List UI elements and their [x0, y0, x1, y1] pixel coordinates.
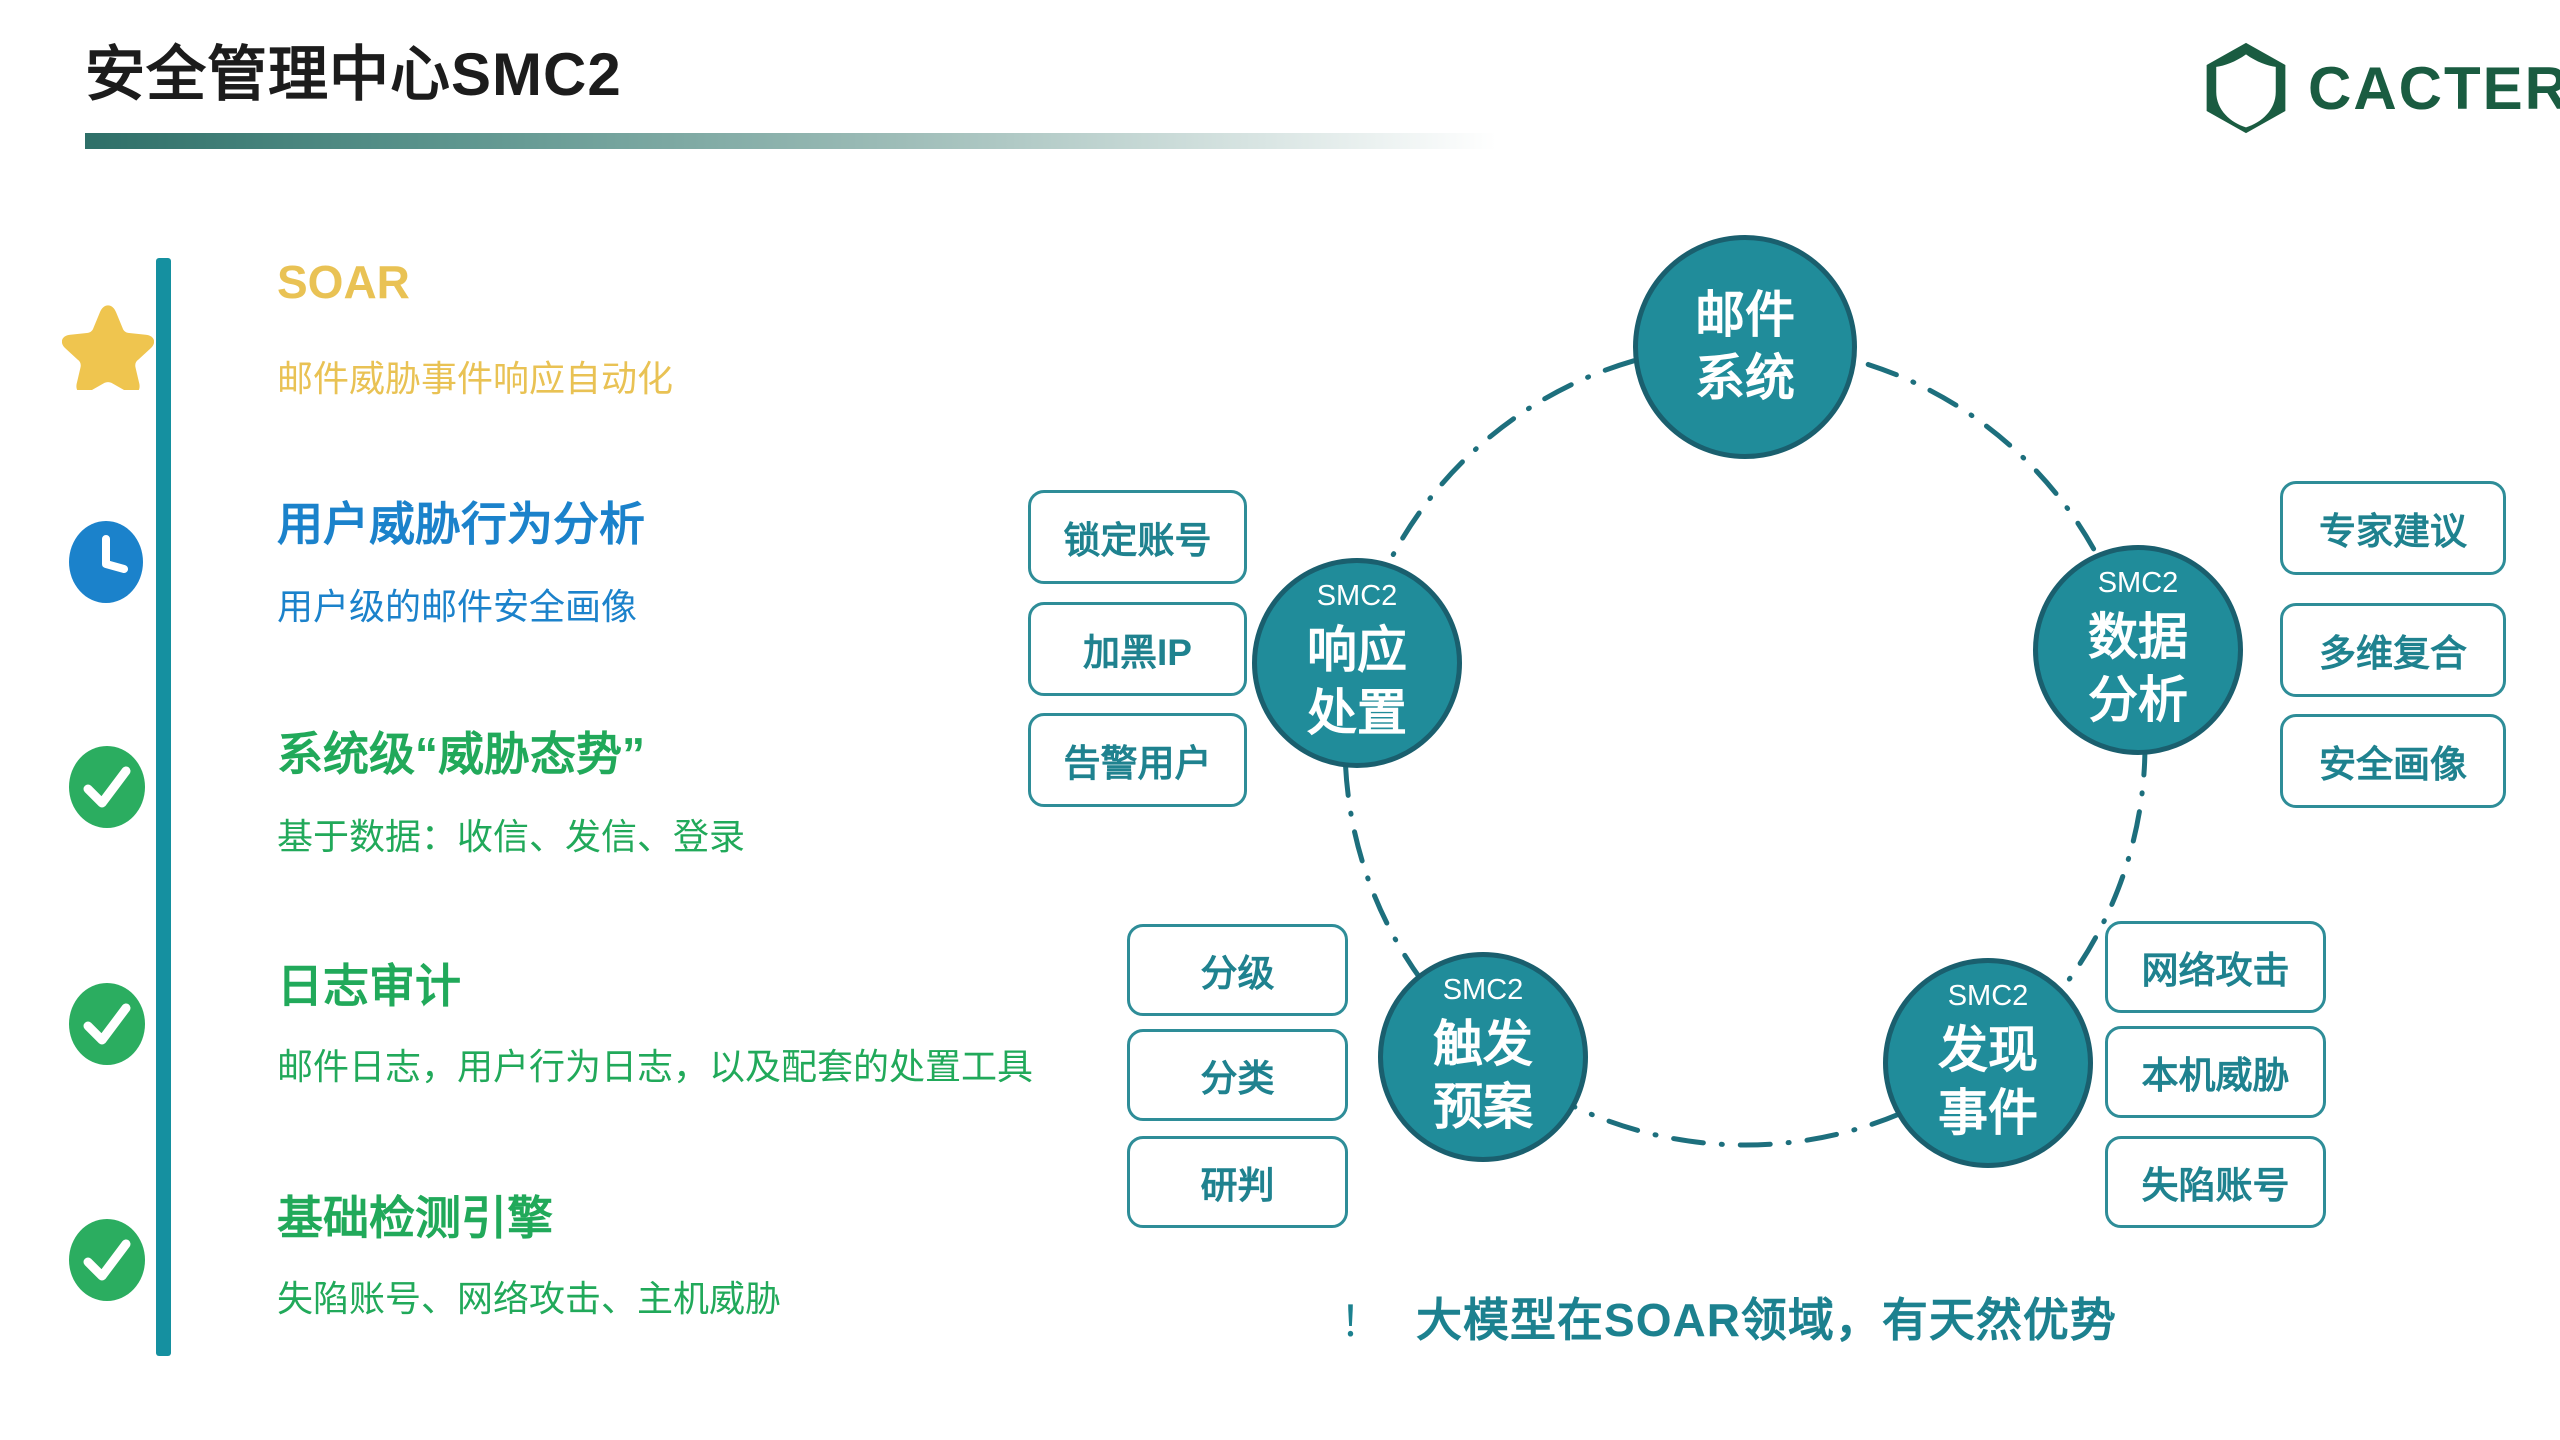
action-box-alert-user: 告警用户: [1028, 713, 1247, 807]
feature-title-log-audit: 日志审计: [277, 960, 461, 1012]
check-circle-icon: [69, 983, 145, 1065]
node-trigger-playbook: SMC2 触发 预案: [1378, 952, 1588, 1162]
node-label-line: 触发: [1433, 1015, 1533, 1072]
feature-subtitle-threat-posture: 基于数据：收信、发信、登录: [277, 816, 746, 857]
brand-logo: CACTER: [2198, 40, 2560, 136]
feature-subtitle-uba: 用户级的邮件安全画像: [277, 586, 638, 627]
node-label-line: 处置: [1307, 684, 1407, 741]
title-underline-gradient: [85, 133, 1555, 149]
check-circle-icon: [69, 1219, 145, 1301]
node-label-line: 预案: [1433, 1078, 1533, 1135]
playbook-box-classify: 分类: [1127, 1029, 1348, 1121]
node-data-analysis: SMC2 数据 分析: [2033, 545, 2243, 755]
feature-subtitle-log-audit: 邮件日志，用户行为日志，以及配套的处置工具: [277, 1046, 1034, 1087]
analysis-box-security-profile: 安全画像: [2280, 714, 2506, 808]
node-label-line: 系统: [1695, 350, 1795, 406]
feature-title-soar: SOAR: [277, 256, 410, 308]
feature-subtitle-soar: 邮件威胁事件响应自动化: [277, 358, 674, 399]
action-box-lock-account: 锁定账号: [1028, 490, 1247, 584]
bottom-note-text: 大模型在SOAR领域，有天然优势: [1416, 1294, 2117, 1346]
node-mail-system: 邮件 系统: [1633, 235, 1857, 459]
node-response-handling: SMC2 响应 处置: [1252, 558, 1462, 768]
event-box-local-threat: 本机威胁: [2105, 1026, 2326, 1118]
playbook-box-judge: 研判: [1127, 1136, 1348, 1228]
node-label-line: 数据: [2088, 608, 2188, 665]
node-tag: SMC2: [1442, 974, 1524, 1007]
node-tag: SMC2: [1947, 980, 2029, 1013]
analysis-box-multidim: 多维复合: [2280, 603, 2506, 697]
analysis-box-expert-advice: 专家建议: [2280, 481, 2506, 575]
bottom-note: ！ 大模型在SOAR领域，有天然优势: [1340, 1284, 2117, 1350]
exclamation-mark: ！: [1340, 1298, 1383, 1345]
node-discover-events: SMC2 发现 事件: [1883, 958, 2093, 1168]
brand-name: CACTER: [2308, 54, 2560, 122]
feature-title-uba: 用户威胁行为分析: [277, 498, 645, 550]
node-label-line: 事件: [1938, 1084, 2038, 1141]
vertical-accent-bar: [156, 258, 171, 1356]
node-tag: SMC2: [1316, 580, 1398, 613]
node-label-line: 邮件: [1695, 287, 1795, 343]
playbook-box-grading: 分级: [1127, 924, 1348, 1016]
clock-icon: [69, 521, 143, 603]
star-icon: [62, 305, 154, 390]
node-label-line: 分析: [2088, 671, 2188, 728]
event-box-network-attack: 网络攻击: [2105, 921, 2326, 1013]
feature-subtitle-detect-engine: 失陷账号、网络攻击、主机威胁: [277, 1278, 782, 1319]
action-box-blacklist-ip: 加黑IP: [1028, 602, 1247, 696]
shield-hexagon-icon: [2206, 42, 2286, 134]
feature-title-threat-posture: 系统级“威胁态势”: [277, 728, 645, 780]
node-label-line: 发现: [1938, 1021, 2038, 1078]
node-label-line: 响应: [1307, 621, 1407, 678]
node-tag: SMC2: [2097, 567, 2179, 600]
event-box-compromised-account: 失陷账号: [2105, 1136, 2326, 1228]
feature-title-detect-engine: 基础检测引擎: [277, 1192, 553, 1244]
check-circle-icon: [69, 746, 145, 828]
page-title: 安全管理中心SMC2: [85, 41, 622, 108]
